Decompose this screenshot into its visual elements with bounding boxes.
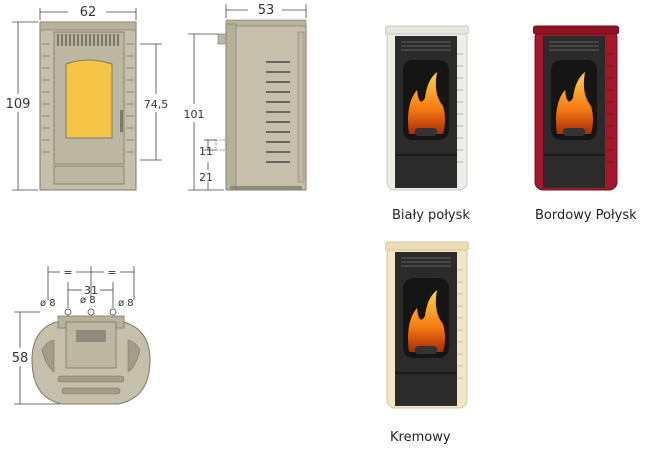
side-pipe-height-label: 21: [199, 171, 213, 184]
top-pipes: [64, 308, 117, 316]
top-slots: [41, 339, 141, 395]
front-side-stripes: [42, 43, 134, 153]
side-back-tab: [217, 33, 227, 45]
side-pipe-outlet: [215, 139, 227, 151]
side-view: 53 101 11 21: [184, 3, 307, 191]
side-depth-dimension: [225, 4, 307, 18]
side-pipe-offset-label: 11: [199, 145, 213, 158]
front-glass: [65, 59, 113, 139]
top-sym-right-label: =: [107, 266, 116, 279]
side-front-panel: [225, 23, 237, 191]
side-body: [225, 23, 307, 191]
side-pipe-dimension: [204, 139, 216, 190]
top-center-spacing-label: 31: [84, 284, 98, 297]
stove-bordeaux-image: [532, 25, 620, 191]
variant-cream-label: Kremowy: [390, 430, 451, 445]
side-height-dimension: [188, 33, 224, 191]
side-depth-label: 53: [258, 3, 275, 18]
front-ash-drawer: [53, 165, 125, 185]
front-grille: [57, 34, 119, 46]
side-feet: [230, 186, 302, 190]
variant-bordeaux: [532, 24, 620, 196]
front-height-label: 109: [6, 97, 31, 112]
stove-white-image: [384, 25, 470, 191]
variant-bordeaux-label: Bordowy Połysk: [535, 208, 637, 223]
top-sym-left-label: =: [63, 266, 72, 279]
top-inner-box: [65, 321, 117, 369]
stove-cream-image: [384, 241, 470, 409]
variant-white-label: Biały połysk: [392, 208, 470, 223]
front-height-dimension: [12, 21, 38, 191]
front-top-panel: [39, 21, 137, 31]
side-back-strip: [297, 31, 305, 183]
front-glass-dimension: [140, 43, 162, 161]
pipe-right-label: ø 8: [118, 298, 134, 309]
front-width-dimension: [39, 8, 137, 20]
top-symmetry-dimension: [47, 266, 135, 300]
front-width-label: 62: [80, 5, 97, 20]
top-depth-label: 58: [12, 351, 29, 366]
top-depth-dimension: [14, 311, 60, 405]
top-center-spacing-dimension: [67, 282, 114, 308]
pipe-center-label: ø 8: [80, 295, 96, 306]
variant-cream: [384, 240, 470, 414]
side-top-panel: [225, 19, 307, 27]
top-control-panel: [76, 330, 106, 342]
front-door-handle: [120, 110, 123, 132]
front-glass-height-label: 74,5: [144, 98, 169, 111]
side-vents: [266, 61, 290, 163]
pipe-left-label: ø 8: [40, 298, 56, 309]
side-height-label: 101: [184, 108, 205, 121]
variant-white: [384, 24, 470, 196]
top-view: ø 8 ø 8 ø 8 = = 31 58: [12, 266, 151, 405]
front-view: 62 109 74,5: [6, 5, 169, 191]
